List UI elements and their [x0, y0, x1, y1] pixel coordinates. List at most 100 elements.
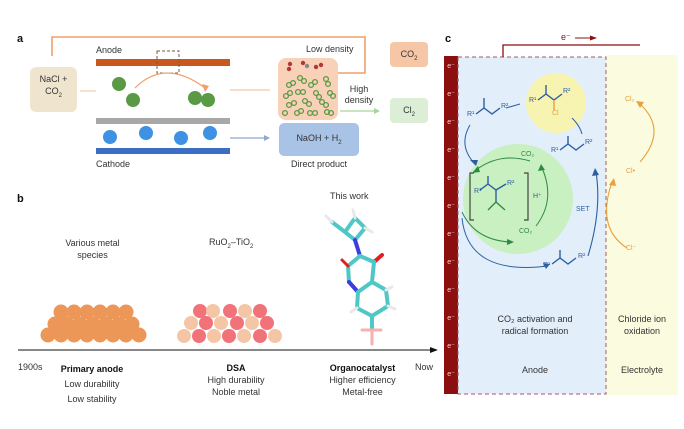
- amidyl-radical-molecule: [551, 250, 577, 265]
- naoh-box: [279, 123, 359, 156]
- era-1-top-line-2: species: [77, 250, 108, 260]
- amide-molecule: [559, 136, 585, 151]
- n-chloro-zone: [526, 73, 586, 133]
- co2-bubbles: [286, 60, 324, 72]
- era-1-top-line-1: Various metal: [65, 238, 120, 248]
- cl2-box: [390, 98, 428, 123]
- electrode-electron-label: e⁻: [447, 63, 455, 70]
- electrode-electron-label: e⁻: [447, 119, 455, 126]
- co2-sub: 2: [414, 55, 418, 62]
- green-cycle-right: [535, 167, 549, 227]
- cl2-box-label: Cl2: [390, 105, 428, 118]
- electrode-electron-label: e⁻: [447, 315, 455, 322]
- r2-label-5: R²: [507, 180, 515, 187]
- co2-activation-zone: [463, 144, 573, 254]
- input-line-2: CO: [45, 86, 59, 96]
- cl2-bubbles: [281, 74, 337, 117]
- r1-label-3: R¹: [551, 147, 559, 154]
- input-box: [30, 67, 77, 112]
- era-3-top-label: This work: [330, 191, 369, 201]
- co2-recycle-line: [51, 36, 366, 74]
- anode-dashed-boundary: [457, 56, 607, 395]
- panel-a-letter: a: [17, 33, 24, 45]
- co2-bottom-label: CO₂: [519, 228, 533, 235]
- panel-b-diagram: [18, 208, 438, 353]
- era-1-prop-1: Low durability: [64, 379, 120, 389]
- cl-atom-label: Cl: [552, 110, 559, 117]
- r1-label-5: R¹: [474, 188, 482, 195]
- chloride-arc-lower: [606, 181, 628, 249]
- era-3-name: Organocatalyst: [329, 363, 396, 373]
- anode-region-label: Anode: [521, 365, 549, 375]
- n-chloro-amide-molecule: [537, 85, 563, 110]
- anode-bar: [96, 59, 230, 66]
- era-1-name: Primary anode: [60, 364, 124, 374]
- electrode-electron-label: e⁻: [447, 203, 455, 210]
- input-line-1: NaCl +: [39, 74, 68, 84]
- tio-sub: 2: [250, 243, 254, 250]
- electrode-electron-labels: e⁻e⁻e⁻e⁻e⁻e⁻e⁻e⁻e⁻e⁻e⁻e⁻: [444, 62, 458, 398]
- green-cycle-bottom: [461, 211, 511, 243]
- membrane-bar: [96, 118, 230, 124]
- electrolyte-caption-line-2: oxidation: [623, 326, 661, 336]
- electrode-electron-label: e⁻: [447, 91, 455, 98]
- panel-c-letter: c: [445, 33, 452, 45]
- co2-text: CO: [400, 49, 415, 59]
- panel-a-diagram: [30, 36, 428, 156]
- era-1-description: Primary anode Low durability Low stabili…: [52, 362, 132, 407]
- co2-box-label: CO2: [390, 49, 428, 62]
- panel-b-letter: b: [17, 193, 24, 205]
- amide-anion-molecule: [475, 98, 501, 115]
- r1-label-4: R¹: [543, 262, 551, 269]
- top-left-arc: [464, 124, 475, 164]
- era-2-description: DSA High durability Noble metal: [196, 362, 276, 398]
- tio-text: –TiO: [230, 237, 251, 247]
- direct-product-label: Direct product: [291, 159, 348, 169]
- set-arc: [587, 171, 599, 257]
- green-cycle-top: [475, 157, 531, 171]
- high-density-label: High density: [340, 84, 378, 106]
- low-density-label: Low density: [306, 44, 354, 54]
- cl2-sub: 2: [411, 111, 415, 118]
- r1-label-1: R¹: [467, 111, 475, 118]
- r1-label-2: R¹: [529, 97, 537, 104]
- cl-radical-label: Cl•: [626, 168, 636, 175]
- era-3-prop-1: Higher efficiency: [329, 375, 396, 385]
- electrode-electron-label: e⁻: [447, 259, 455, 266]
- electron-flow-arrow: [590, 35, 597, 41]
- anode-label: Anode: [96, 45, 123, 55]
- electrolyte-region-label: Electrolyte: [620, 365, 664, 375]
- era-2-prop-1: High durability: [207, 375, 265, 385]
- r2-label-4: R²: [578, 253, 586, 260]
- bottom-arc: [461, 217, 549, 268]
- organocatalyst-molecule: [324, 208, 397, 346]
- electrode-electron-label: e⁻: [447, 371, 455, 378]
- era-2-name: DSA: [226, 363, 246, 373]
- electrolyte-caption: Chloride ion oxidation: [607, 313, 677, 337]
- naoh-sub: 2: [338, 139, 342, 146]
- anode-caption-line-1: CO₂ activation and: [497, 314, 573, 324]
- era-1-prop-2: Low stability: [67, 394, 117, 404]
- era-2-top-label: RuO2–TiO2: [209, 237, 253, 250]
- co2-box: [390, 42, 428, 67]
- electrode-electron-label: e⁻: [447, 231, 455, 238]
- h-plus-label: H⁺: [533, 193, 542, 200]
- timeline-start-label: 1900s: [18, 362, 43, 372]
- naoh-text: NaOH + H: [296, 133, 339, 143]
- timeline-end-label: Now: [415, 362, 434, 372]
- input-line-2-sub: 2: [58, 92, 62, 99]
- set-label: SET: [576, 206, 590, 213]
- cl2-product-label: Cl₂: [625, 96, 635, 103]
- r2-label-3: R²: [585, 139, 593, 146]
- electron-transfer-arc: [134, 72, 206, 89]
- carbamate-intermediate: [469, 172, 529, 221]
- high-density-line-2: density: [344, 95, 374, 105]
- r2-label-2: R²: [563, 88, 571, 95]
- external-circuit-wire: [502, 44, 640, 57]
- anode-caption: CO₂ activation and radical formation: [480, 313, 590, 337]
- electrolyte-region: [606, 55, 678, 395]
- cl-sphere: [112, 77, 126, 91]
- electrode-electron-label: e⁻: [447, 175, 455, 182]
- naoh-box-label: NaOH + H2: [279, 133, 359, 146]
